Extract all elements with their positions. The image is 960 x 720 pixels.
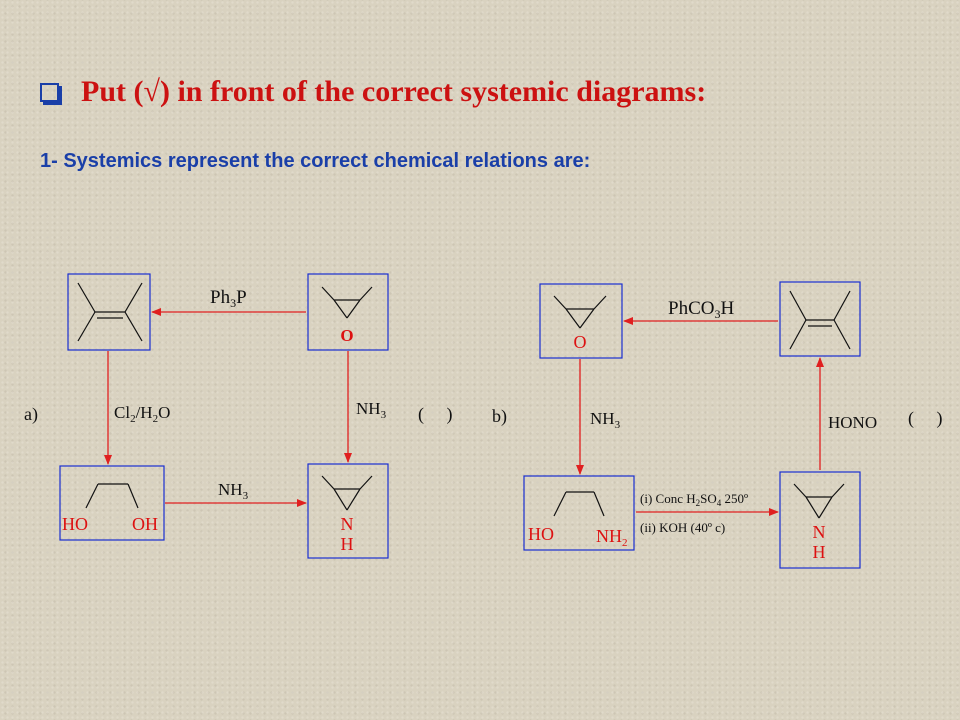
a-aziridine-structure	[321, 475, 373, 511]
b-reagent-nh3: NH3	[590, 409, 621, 431]
a-reagent-nh3-right: NH3	[356, 399, 387, 421]
a-alkene-structure	[77, 282, 143, 342]
a-diol-ho: HO	[62, 514, 88, 534]
a-epoxide-structure	[321, 286, 373, 319]
b-reagent-step2: (ii) KOH (40º c)	[640, 520, 725, 535]
b-reagent-step1: (i) Conc H2SO4 250º	[640, 491, 748, 508]
b-aziridine-box	[779, 471, 861, 569]
a-label: a)	[24, 404, 38, 425]
a-aziridine-h: H	[341, 534, 354, 554]
a-diol-oh: OH	[132, 514, 158, 534]
a-reagent-nh3-bottom: NH3	[218, 480, 249, 502]
b-alkene-box	[779, 281, 861, 357]
title-text: Put (√) in front of the correct systemic…	[81, 75, 707, 108]
b-epoxide-box	[539, 283, 623, 359]
checkbox-bullet-icon	[40, 82, 59, 102]
a-answer-box[interactable]: ( )	[418, 404, 453, 425]
b-epoxide-structure	[553, 295, 607, 329]
diagram-b: O HO NH2 N H	[492, 281, 943, 569]
page-title: Put (√) in front of the correct systemic…	[40, 72, 706, 112]
a-diol-box	[59, 465, 165, 541]
b-label: b)	[492, 406, 507, 427]
b-reagent-hono: HONO	[828, 413, 877, 432]
b-aminoalcohol-nh2: NH2	[596, 526, 628, 549]
b-alkene-structure	[789, 290, 851, 350]
a-alkene-box	[67, 273, 151, 351]
b-aminoalcohol-structure	[553, 491, 605, 517]
b-aziridine-n: N	[813, 522, 826, 542]
b-aminoalcohol-box	[523, 475, 635, 551]
b-reagent-phco3h: PhCO3H	[668, 298, 734, 321]
question-text: 1- Systemics represent the correct chemi…	[40, 150, 591, 172]
a-aziridine-n: N	[341, 514, 354, 534]
b-epoxide-oxygen: O	[574, 332, 587, 352]
a-reagent-cl2h2o: Cl2/H2O	[114, 403, 170, 425]
diagram-a: O HO OH N H Ph3P Cl2/H2O NH3 NH3 a) (	[24, 273, 453, 559]
b-answer-box[interactable]: ( )	[908, 408, 943, 429]
a-epoxide-box	[307, 273, 389, 351]
b-aminoalcohol-ho: HO	[528, 524, 554, 544]
a-reagent-ph3p: Ph3P	[210, 287, 247, 310]
b-aziridine-structure	[793, 483, 845, 519]
b-aziridine-h: H	[813, 542, 826, 562]
a-epoxide-oxygen: O	[340, 326, 353, 345]
a-aziridine-box	[307, 463, 389, 559]
a-diol-structure	[85, 483, 139, 509]
